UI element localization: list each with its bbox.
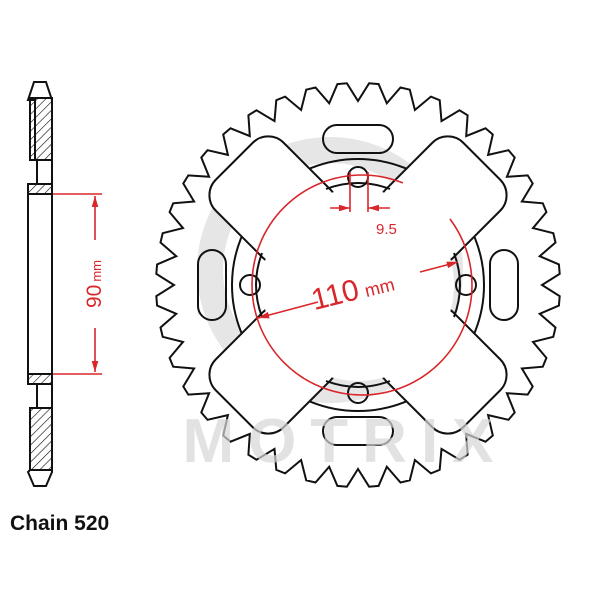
hub-cutout-arc bbox=[325, 380, 391, 388]
watermark-text: MOTRIX bbox=[182, 407, 507, 476]
hub-cutout-arc bbox=[255, 252, 263, 318]
sprocket-side-profile bbox=[26, 81, 53, 487]
slot bbox=[489, 249, 519, 321]
bolt-hole-dimension: 9.5 bbox=[330, 172, 397, 238]
chain-size-label: Chain 520 bbox=[10, 512, 110, 535]
slot bbox=[322, 124, 394, 154]
lightening-slots bbox=[197, 124, 519, 446]
bolt-hole bbox=[239, 274, 261, 296]
hub-width-unit: mm bbox=[89, 260, 104, 282]
hub-cutout-arc bbox=[325, 182, 391, 190]
bolt-hole bbox=[347, 382, 369, 404]
slot bbox=[322, 416, 394, 446]
hub-ring bbox=[231, 158, 485, 412]
hub-cutout-arc bbox=[453, 252, 461, 318]
bolt-hole bbox=[455, 274, 477, 296]
sprocket-teeth-outline bbox=[155, 82, 561, 488]
svg-text:90mm: 90 mm bbox=[83, 260, 106, 308]
hub-width-dimension: 90 mm bbox=[53, 193, 106, 375]
bolt-hole-value: 9.5 bbox=[376, 221, 397, 238]
center-opening bbox=[262, 189, 454, 381]
hub-width-value: 90 bbox=[83, 285, 106, 308]
slot bbox=[197, 249, 227, 321]
